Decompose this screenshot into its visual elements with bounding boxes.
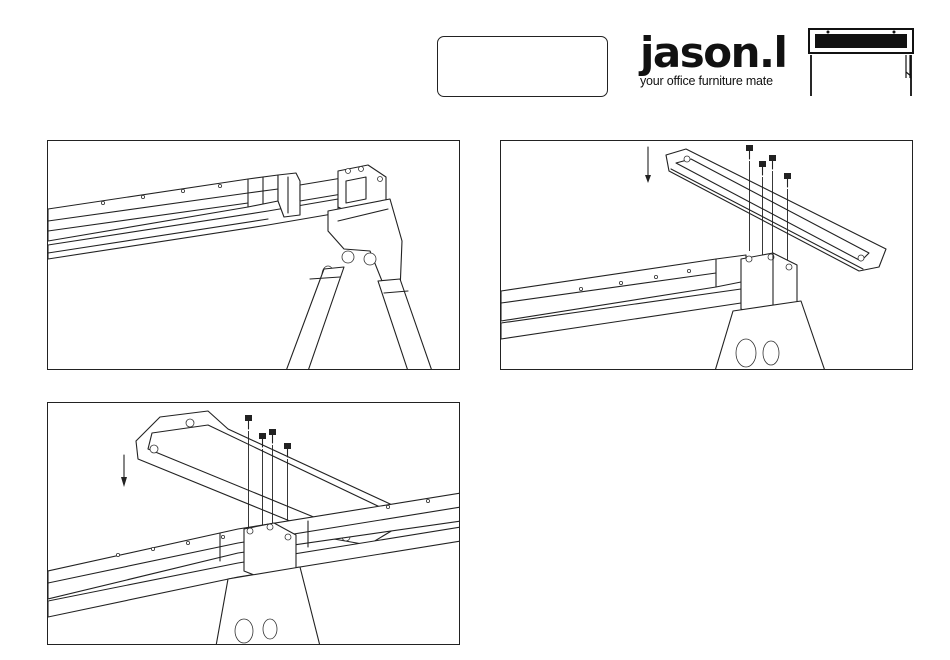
down-arrow-icon xyxy=(121,455,127,487)
screw-icon xyxy=(746,145,753,159)
leg-frame-illustration xyxy=(48,141,460,370)
down-arrow-icon xyxy=(645,147,651,183)
brand-logo: jason.l your office furniture mate xyxy=(640,30,786,88)
screw-icon xyxy=(269,429,276,443)
bracket-lowering-illustration-alt xyxy=(48,403,460,645)
step-number-box xyxy=(437,36,608,97)
screw-icon xyxy=(784,173,791,187)
step-panel-1 xyxy=(47,140,460,370)
step-panel-3 xyxy=(47,402,460,645)
screw-icon xyxy=(769,155,776,169)
standing-desk-icon xyxy=(806,26,918,105)
bracket-lowering-illustration xyxy=(501,141,913,370)
screw-icon xyxy=(245,415,252,429)
brand-tagline: your office furniture mate xyxy=(640,74,786,88)
step-panel-2 xyxy=(500,140,913,370)
brand-name: jason.l xyxy=(640,30,786,76)
screw-icon xyxy=(759,161,766,175)
